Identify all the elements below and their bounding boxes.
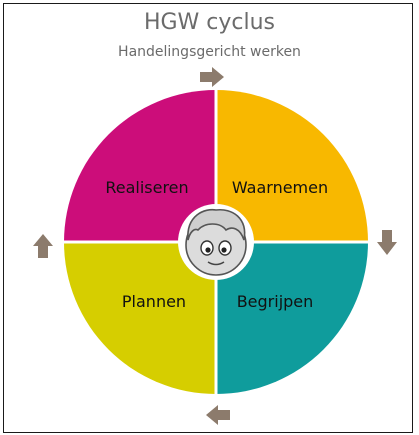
diagram-subtitle: Handelingsgericht werken (118, 44, 301, 60)
diagram-title: HGW cyclus (143, 10, 276, 35)
quadrant-plannen (64, 242, 216, 394)
arrow-up-icon (33, 234, 53, 258)
label-waarnemen: Waarnemen (232, 178, 328, 197)
label-begrijpen: Begrijpen (237, 292, 314, 311)
quadrant-begrijpen (216, 242, 368, 394)
child-face-icon (178, 204, 254, 280)
arrow-right-icon (200, 67, 224, 87)
arrow-left-icon (206, 405, 230, 425)
quadrant-realiseren (64, 90, 216, 242)
label-plannen: Plannen (122, 292, 186, 311)
quadrant-waarnemen (216, 90, 368, 242)
label-realiseren: Realiseren (105, 178, 188, 197)
diagram-frame (3, 3, 413, 433)
arrow-down-icon (377, 230, 397, 255)
